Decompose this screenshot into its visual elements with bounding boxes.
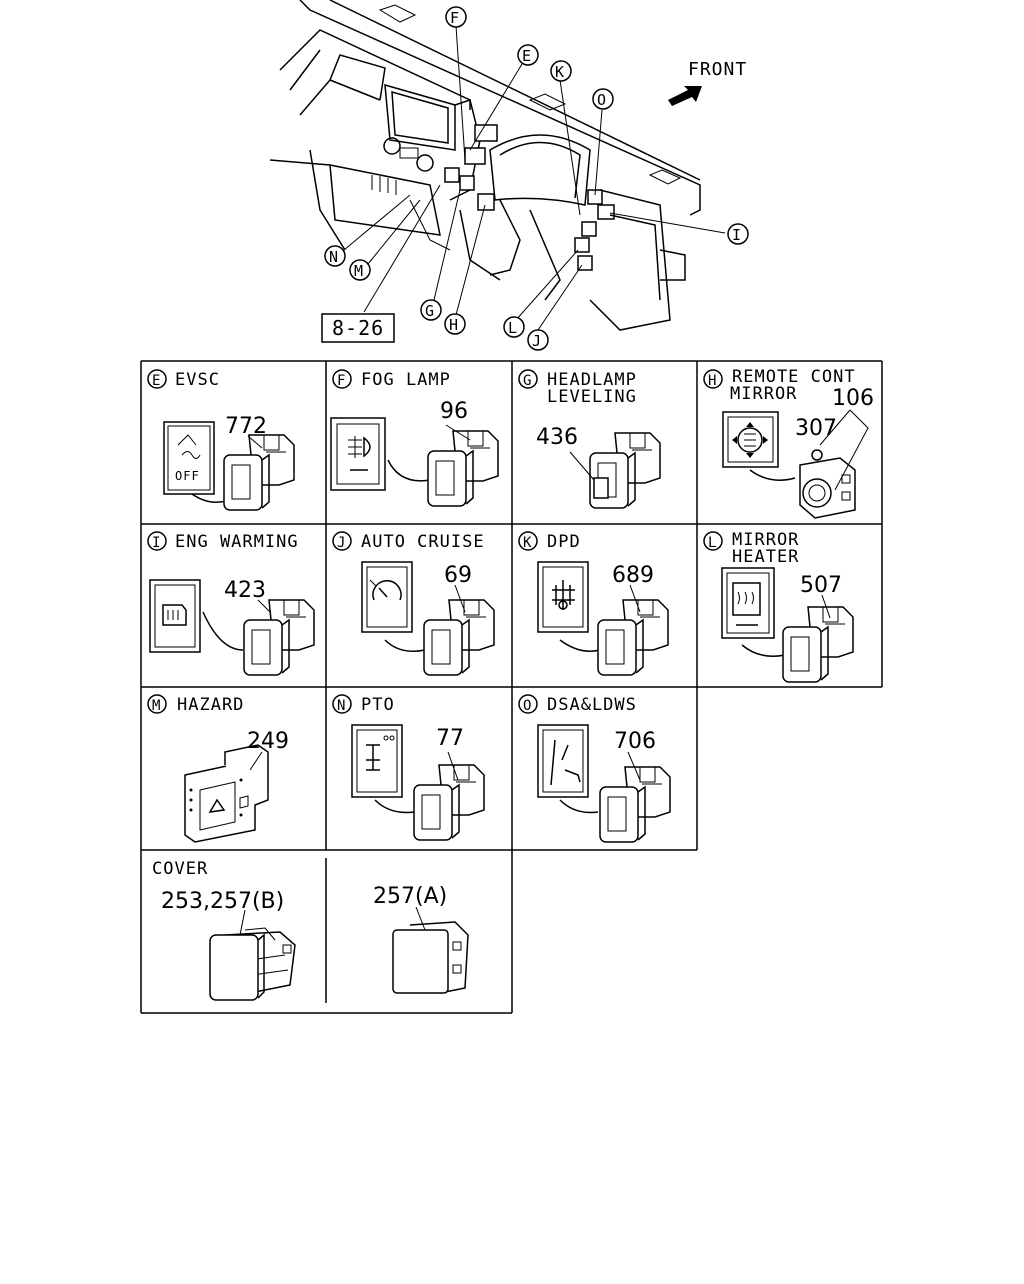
- svg-text:G: G: [523, 373, 532, 389]
- cell-F: F FOG LAMP 96: [330, 369, 499, 507]
- svg-text:J: J: [532, 332, 542, 350]
- part-number-77: 77: [436, 726, 464, 751]
- cell-H-title: REMOTE CONT: [732, 367, 856, 387]
- part-number-772: 772: [225, 414, 267, 439]
- svg-text:K: K: [523, 535, 532, 551]
- svg-text:E: E: [522, 47, 532, 65]
- cell-K-title: DPD: [547, 532, 581, 552]
- part-number-507: 507: [800, 573, 842, 598]
- svg-text:L: L: [508, 319, 518, 337]
- svg-text:I: I: [152, 535, 161, 551]
- svg-text:F: F: [450, 9, 460, 27]
- svg-text:L: L: [708, 535, 717, 551]
- callout-G: G: [420, 299, 442, 321]
- svg-text:J: J: [337, 535, 346, 551]
- part-number-689: 689: [612, 563, 654, 588]
- callout-O: O: [592, 88, 614, 110]
- cell-N-title: PTO: [361, 695, 395, 715]
- part-number-249: 249: [247, 729, 289, 754]
- reference-box[interactable]: 8-26: [321, 313, 395, 343]
- cell-K: K DPD 689: [518, 531, 669, 676]
- cell-L: L MIRROR HEATER 507: [703, 530, 854, 683]
- part-number-106: 106: [832, 386, 874, 411]
- cell-N: N PTO 77: [332, 694, 485, 841]
- callout-J: J: [527, 329, 549, 351]
- cell-L-title: MIRROR: [732, 530, 799, 550]
- cell-I: I ENG WARMING 423: [147, 531, 315, 676]
- cell-J: J AUTO CRUISE 69: [332, 531, 495, 676]
- cell-O: O DSA&LDWS 706: [518, 694, 671, 843]
- callout-K: K: [550, 60, 572, 82]
- cell-J-title: AUTO CRUISE: [361, 532, 485, 552]
- svg-text:H: H: [449, 316, 459, 334]
- callout-M: M: [349, 259, 371, 281]
- cell-M-title: HAZARD: [177, 695, 244, 715]
- cell-E-title: EVSC: [175, 370, 220, 390]
- part-number-253-257b: 253,257(B): [161, 889, 284, 914]
- svg-text:O: O: [597, 91, 607, 109]
- svg-text:N: N: [337, 698, 346, 714]
- svg-text:I: I: [732, 226, 742, 244]
- svg-text:M: M: [354, 262, 364, 280]
- part-number-307: 307: [795, 416, 837, 441]
- evsc-off-text: OFF: [175, 469, 200, 483]
- part-number-436: 436: [536, 425, 578, 450]
- callout-H: H: [444, 313, 466, 335]
- callout-N: N: [324, 245, 346, 267]
- cell-I-title: ENG WARMING: [175, 532, 299, 552]
- svg-text:N: N: [329, 248, 339, 266]
- cell-F-title: FOG LAMP: [361, 370, 451, 390]
- cell-L-title-2: HEATER: [732, 547, 799, 567]
- svg-text:E: E: [152, 373, 161, 389]
- svg-text:K: K: [555, 63, 565, 81]
- part-number-423: 423: [224, 578, 266, 603]
- part-number-257a: 257(A): [373, 884, 447, 909]
- svg-text:8-26: 8-26: [332, 316, 384, 340]
- callout-F: F: [445, 6, 467, 28]
- cell-O-title: DSA&LDWS: [547, 695, 637, 715]
- cell-H-title-2: MIRROR: [730, 384, 797, 404]
- parts-grid: [140, 360, 883, 1014]
- cell-cover: COVER 253,257(B) 257(A): [152, 859, 469, 1001]
- cell-M: M HAZARD 249: [147, 694, 289, 843]
- svg-text:O: O: [523, 698, 532, 714]
- svg-text:F: F: [337, 373, 346, 389]
- dashboard-overview: FRONT F E K O I N M G H L J: [269, 0, 749, 351]
- cell-H: H REMOTE CONT MIRROR 106 307: [703, 367, 874, 519]
- cell-G: G HEADLAMP LEVELING 436: [518, 369, 661, 509]
- callout-L: L: [503, 316, 525, 338]
- cell-E: E EVSC OFF 772: [147, 369, 295, 511]
- svg-text:H: H: [708, 373, 717, 389]
- cell-G-title-2: LEVELING: [547, 387, 637, 407]
- callout-I: I: [727, 223, 749, 245]
- svg-text:M: M: [152, 698, 161, 714]
- cover-title: COVER: [152, 859, 208, 879]
- cell-G-title: HEADLAMP: [547, 370, 637, 390]
- svg-text:G: G: [425, 302, 435, 320]
- callout-E: E: [517, 44, 539, 66]
- part-number-706: 706: [614, 729, 656, 754]
- part-number-96: 96: [440, 399, 468, 424]
- front-label: FRONT: [688, 59, 747, 80]
- part-number-69: 69: [444, 563, 472, 588]
